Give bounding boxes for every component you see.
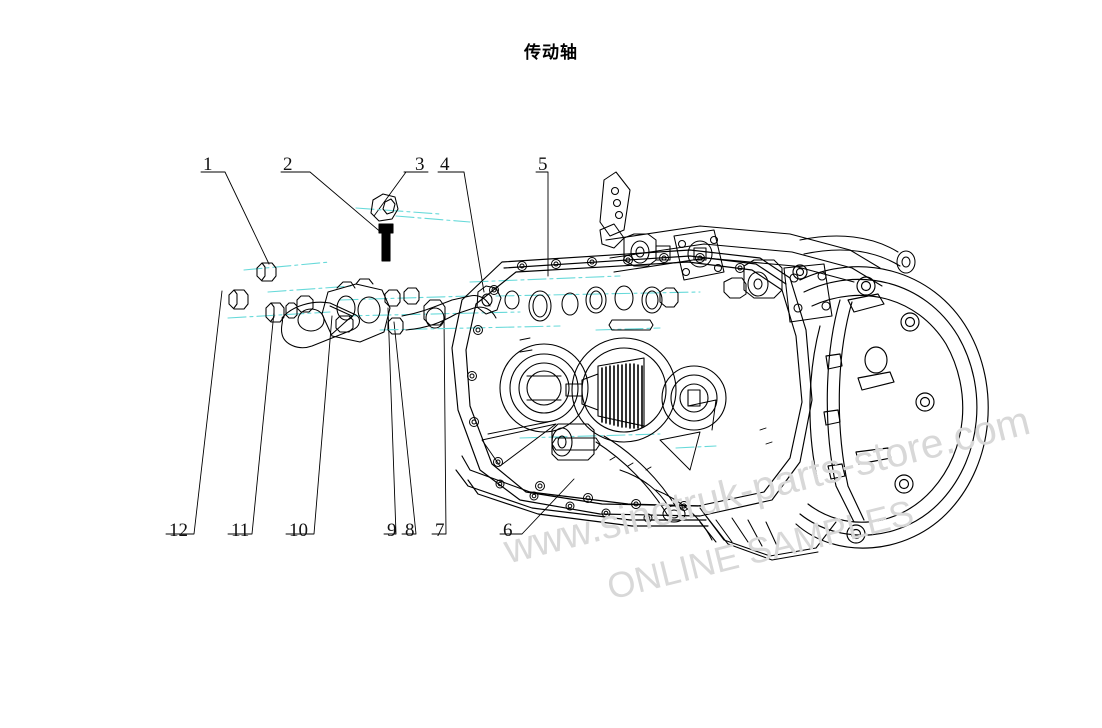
callout-1: 1 xyxy=(203,154,213,175)
callout-5: 5 xyxy=(538,154,548,175)
callout-12: 12 xyxy=(169,520,188,541)
callout-2: 2 xyxy=(283,154,293,175)
rear-extension xyxy=(595,435,837,561)
spline-teeth xyxy=(601,363,643,429)
case-detail-marks xyxy=(519,337,773,471)
housing-ribs xyxy=(481,399,717,471)
lower-boss xyxy=(551,423,595,461)
callout-10: 10 xyxy=(289,520,308,541)
bearing-bore-right xyxy=(661,365,727,431)
leader-lines-top xyxy=(200,171,549,293)
callout-6: 6 xyxy=(503,520,513,541)
callout-9: 9 xyxy=(387,520,397,541)
shift-linkage-rod xyxy=(401,285,502,331)
bearing-bore-left xyxy=(499,343,589,433)
callout-11: 11 xyxy=(231,520,250,541)
callout-8: 8 xyxy=(405,520,415,541)
page-title: 传动轴 xyxy=(524,43,578,63)
shift-linkage-assembly xyxy=(599,171,916,323)
main-shaft-bore xyxy=(565,337,677,443)
callout-4: 4 xyxy=(440,154,450,175)
bell-housing xyxy=(792,264,989,549)
exploded-small-parts xyxy=(228,193,420,349)
callout-7: 7 xyxy=(435,520,445,541)
callout-3: 3 xyxy=(415,154,425,175)
